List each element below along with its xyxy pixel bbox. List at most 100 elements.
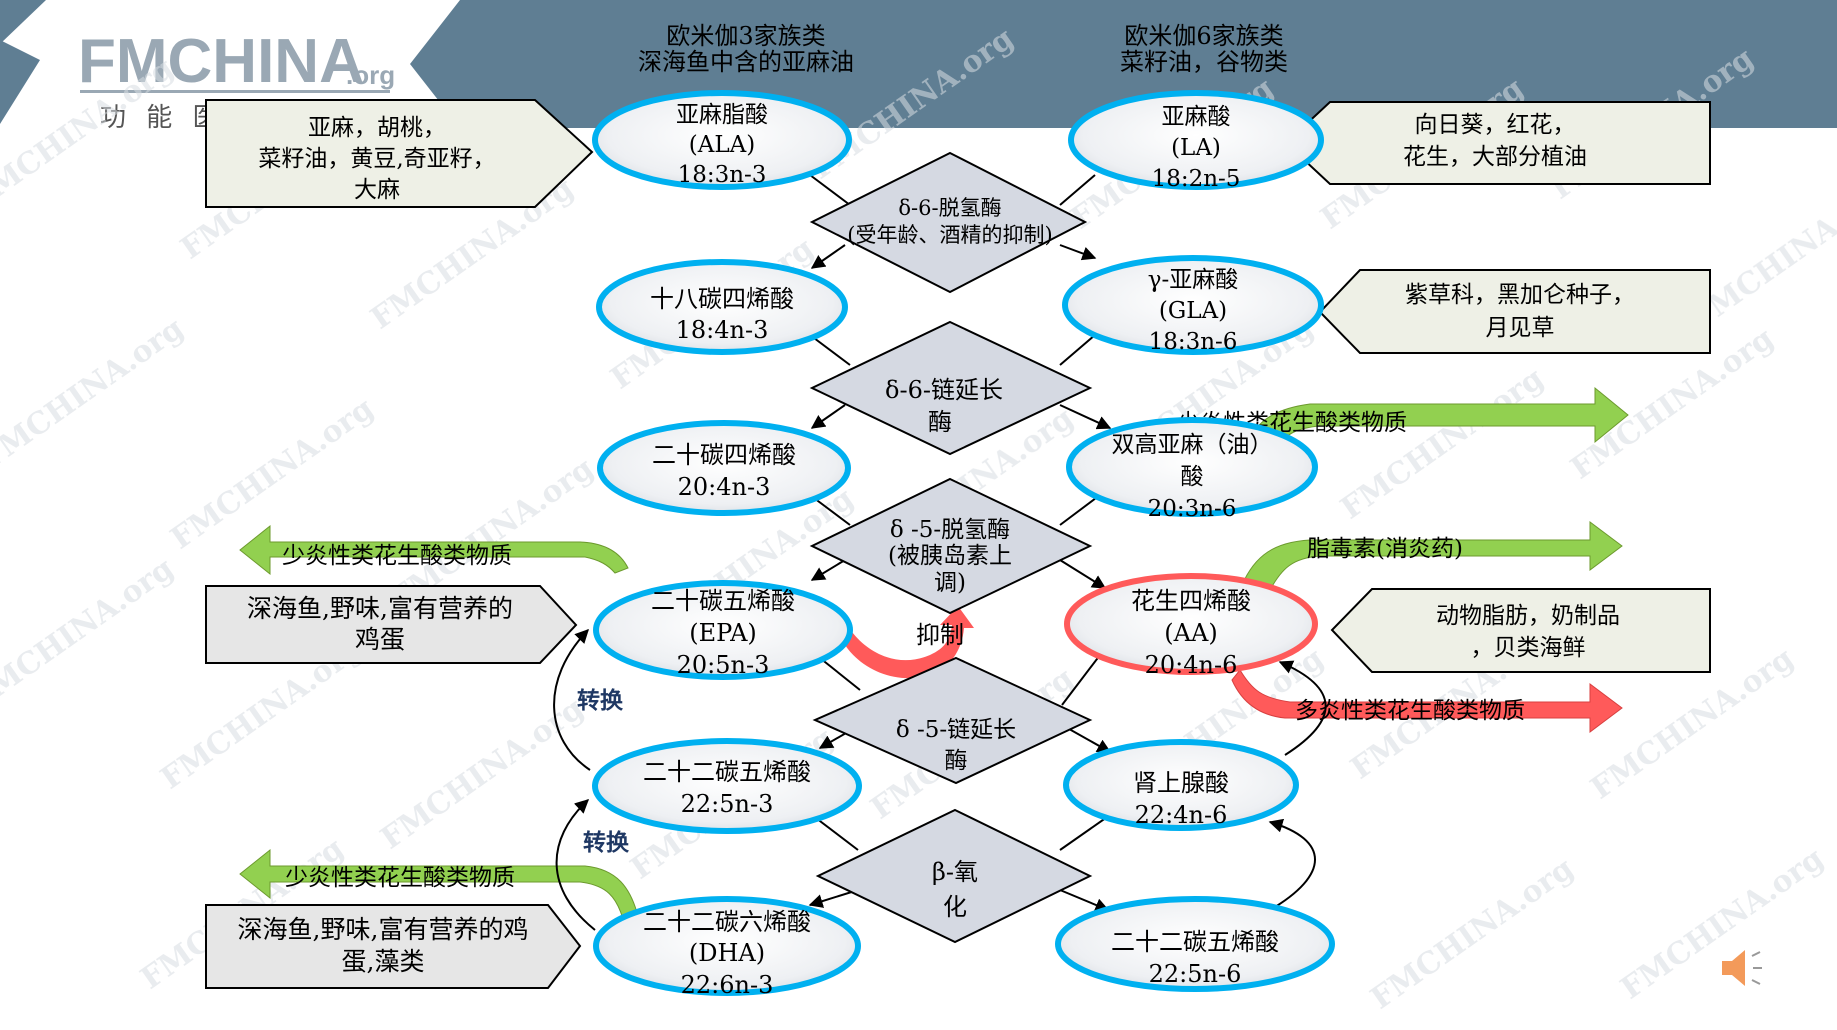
source-box-dha: 深海鱼,野味,富有营养的鸡 蛋,藻类 xyxy=(205,904,582,989)
watermark-text: FMCHINA.org xyxy=(165,391,381,557)
svg-text:β-氧: β-氧 xyxy=(932,858,978,886)
convert-label-2: 转换 xyxy=(583,829,630,856)
watermark-text: FMCHINA.org xyxy=(1365,851,1581,1017)
svg-text:18:2n-5: 18:2n-5 xyxy=(1152,166,1241,192)
svg-text:18:3n-6: 18:3n-6 xyxy=(1149,329,1238,355)
watermark-text: FMCHINA.org xyxy=(1335,361,1551,527)
omega3-title: 欧米伽3家族类 xyxy=(666,22,825,50)
svg-text:菜籽油，黄豆,奇亚籽，: 菜籽油，黄豆,奇亚籽， xyxy=(258,146,495,172)
omega3-subtitle: 深海鱼中含的亚麻油 xyxy=(638,48,854,76)
enzyme-d5-desaturase: δ -5-脱氢酶 (被胰岛素上 调) xyxy=(809,477,1093,615)
svg-text:亚麻酸: 亚麻酸 xyxy=(1162,104,1231,130)
svg-text:22:4n-6: 22:4n-6 xyxy=(1135,801,1228,829)
svg-text:双高亚麻（油）: 双高亚麻（油） xyxy=(1112,432,1273,458)
svg-text:20:4n-6: 20:4n-6 xyxy=(1145,651,1238,679)
fatty-acid-dpa-n6: 二十二碳五烯酸 22:5n-6 xyxy=(1055,896,1335,992)
svg-text:(ALA): (ALA) xyxy=(689,132,755,158)
svg-text:(被胰岛素上: (被胰岛素上 xyxy=(888,543,1012,569)
svg-text:20:3n-6: 20:3n-6 xyxy=(1148,496,1237,522)
svg-text:二十二碳五烯酸: 二十二碳五烯酸 xyxy=(643,758,811,786)
watermark-text: FMCHINA.org xyxy=(375,691,591,857)
svg-text:δ -5-链延长: δ -5-链延长 xyxy=(896,717,1016,743)
svg-text:二十二碳六烯酸: 二十二碳六烯酸 xyxy=(643,908,811,936)
svg-text:紫草科，黑加仑种子，: 紫草科，黑加仑种子， xyxy=(1405,282,1635,308)
svg-text:(DHA): (DHA) xyxy=(689,939,765,967)
svg-text:大麻: 大麻 xyxy=(354,177,400,203)
source-box-aa: 动物脂肪，奶制品 ，贝类海鲜 xyxy=(1330,588,1711,673)
fatty-acid-sda: 十八碳四烯酸 18:4n-3 xyxy=(596,259,848,355)
enzyme-d5-elongase: δ -5-链延长 酶 xyxy=(812,656,1093,785)
svg-text:酸: 酸 xyxy=(1181,464,1204,490)
svg-text:18:3n-3: 18:3n-3 xyxy=(678,162,767,188)
svg-text:18:4n-3: 18:4n-3 xyxy=(676,316,769,344)
svg-text:亚麻，胡桃，: 亚麻，胡桃， xyxy=(308,115,446,141)
svg-text:δ-6-脱氢酶: δ-6-脱氢酶 xyxy=(898,196,1001,220)
watermark-text: FMCHINA.org xyxy=(0,311,190,477)
enzyme-d6-desaturase: δ-6-脱氢酶 (受年龄、酒精的抑制) xyxy=(809,151,1088,294)
source-box-ala: 亚麻，胡桃， 菜籽油，黄豆,奇亚籽， 大麻 xyxy=(205,99,594,208)
inhibit-label: 抑制 xyxy=(916,621,964,649)
svg-text:二十碳四烯酸: 二十碳四烯酸 xyxy=(652,441,796,469)
svg-text:，贝类海鲜: ，贝类海鲜 xyxy=(1471,635,1586,661)
logo-suffix: .org xyxy=(346,60,395,90)
fatty-acid-dgla: 双高亚麻（油） 酸 20:3n-6 xyxy=(1066,417,1318,522)
svg-text:22:5n-6: 22:5n-6 xyxy=(1149,960,1242,988)
omega3-header: 欧米伽3家族类 深海鱼中含的亚麻油 xyxy=(638,22,854,76)
svg-text:蛋,藻类: 蛋,藻类 xyxy=(342,947,425,976)
conversion-curves xyxy=(553,628,1327,931)
svg-text:酶: 酶 xyxy=(928,408,952,436)
svg-text:δ -5-脱氢酶: δ -5-脱氢酶 xyxy=(890,517,1010,543)
svg-text:鸡蛋: 鸡蛋 xyxy=(355,625,405,654)
svg-text:花生四烯酸: 花生四烯酸 xyxy=(1131,587,1251,615)
fatty-acid-aa: 花生四烯酸 (AA) 20:4n-6 xyxy=(1064,573,1318,679)
svg-text:化: 化 xyxy=(943,893,967,921)
fmchina-logo: FMCHINA .org 功 能 医 xyxy=(78,27,395,133)
svg-text:酶: 酶 xyxy=(945,748,968,774)
svg-text:22:5n-3: 22:5n-3 xyxy=(681,790,774,818)
svg-text:向日葵，红花，: 向日葵，红花， xyxy=(1415,112,1576,138)
omega6-title: 欧米伽6家族类 xyxy=(1124,22,1283,50)
source-box-epa: 深海鱼,野味,富有营养的 鸡蛋 xyxy=(205,585,578,664)
watermark-text: FMCHINA.org xyxy=(1615,841,1831,1007)
epa-outflow-label: 少炎性类花生酸类物质 xyxy=(282,543,512,569)
svg-text:十八碳四烯酸: 十八碳四烯酸 xyxy=(650,285,794,313)
svg-text:月见草: 月见草 xyxy=(1486,315,1555,341)
aa-outflow-label: 多炎性类花生酸类物质 xyxy=(1295,698,1525,724)
fatty-acid-ala: 亚麻脂酸 (ALA) 18:3n-3 xyxy=(592,90,852,190)
svg-text:二十碳五烯酸: 二十碳五烯酸 xyxy=(651,587,795,615)
svg-text:二十二碳五烯酸: 二十二碳五烯酸 xyxy=(1111,928,1279,956)
source-box-gla: 紫草科，黑加仑种子， 月见草 xyxy=(1318,269,1711,354)
svg-text:20:5n-3: 20:5n-3 xyxy=(677,651,770,679)
fatty-acid-eta: 二十碳四烯酸 20:4n-3 xyxy=(597,420,851,516)
fatty-acid-dha: 二十二碳六烯酸 (DHA) 22:6n-3 xyxy=(593,896,861,999)
logo-subtitle: 功 能 医 xyxy=(100,103,225,133)
svg-text:(AA): (AA) xyxy=(1164,619,1217,647)
logo-brand: FMCHINA xyxy=(78,27,364,96)
dha-outflow-label: 少炎性类花生酸类物质 xyxy=(285,865,515,891)
svg-text:深海鱼,野味,富有营养的鸡: 深海鱼,野味,富有营养的鸡 xyxy=(238,915,529,944)
fatty-acid-la: 亚麻酸 (LA) 18:2n-5 xyxy=(1068,90,1324,192)
fatty-acid-dpa-n3: 二十二碳五烯酸 22:5n-3 xyxy=(592,738,862,834)
svg-text:花生，大部分植油: 花生，大部分植油 xyxy=(1403,144,1587,170)
svg-text:20:4n-3: 20:4n-3 xyxy=(678,473,771,501)
svg-text:(EPA): (EPA) xyxy=(689,619,757,647)
svg-text:22:6n-3: 22:6n-3 xyxy=(681,971,774,999)
omega6-subtitle: 菜籽油，谷物类 xyxy=(1120,48,1288,76)
aa-lipoxin-label: 脂毒素(消炎药) xyxy=(1307,536,1463,562)
svg-text:深海鱼,野味,富有营养的: 深海鱼,野味,富有营养的 xyxy=(247,594,513,623)
enzyme-beta-oxidation: β-氧 化 xyxy=(815,808,1093,944)
fatty-acid-adrenic: 肾上腺酸 22:4n-6 xyxy=(1063,739,1299,831)
convert-label-1: 转换 xyxy=(577,687,624,714)
svg-text:调): 调) xyxy=(934,570,966,596)
fatty-acid-gla: γ-亚麻酸 (GLA) 18:3n-6 xyxy=(1062,255,1324,355)
source-box-la: 向日葵，红花， 花生，大部分植油 xyxy=(1284,101,1711,185)
watermark-text: FMCHINA.org xyxy=(0,551,180,717)
omega6-header: 欧米伽6家族类 菜籽油，谷物类 xyxy=(1120,22,1288,76)
speaker-icon[interactable] xyxy=(1722,950,1762,986)
pathway-connectors xyxy=(808,174,1112,912)
svg-text:δ-6-链延长: δ-6-链延长 xyxy=(885,376,1003,404)
fatty-acid-epa: 二十碳五烯酸 (EPA) 20:5n-3 xyxy=(593,580,853,680)
svg-text:(GLA): (GLA) xyxy=(1159,298,1227,324)
svg-text:肾上腺酸: 肾上腺酸 xyxy=(1133,769,1229,797)
